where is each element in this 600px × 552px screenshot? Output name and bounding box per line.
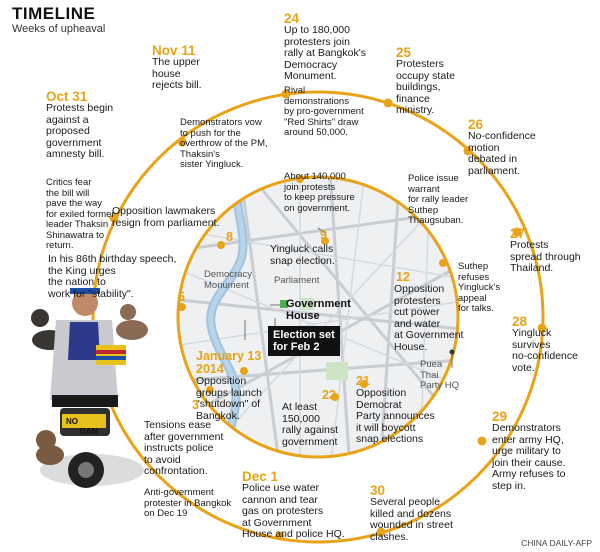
event-text: Protests spread through Thailand. <box>510 239 581 274</box>
event-jan13: January 13 2014 Opposition groups launch… <box>196 350 286 422</box>
event-critics: Critics fear the bill will pave the way … <box>46 177 146 252</box>
outer-ring-markers <box>109 89 547 541</box>
event-dec1: Dec 1 Police use water cannon and tear g… <box>242 470 362 541</box>
day-marker-22: 22 <box>322 388 336 402</box>
map-label-parliament: Parliament <box>274 275 320 286</box>
event-dec5: In his 86th birthday speech, the King ur… <box>48 253 188 300</box>
event-date: 26 <box>468 117 484 132</box>
bangkok-map <box>178 177 458 457</box>
event-nov11: Nov 11 The upper house rejects bill. <box>152 44 252 92</box>
event-oct31: Oct 31 Protests begin against a proposed… <box>46 90 156 161</box>
day-marker-12: 12 <box>396 270 410 284</box>
event-text: About 140,000 join protests to keep pres… <box>284 171 355 214</box>
event-date: 29 <box>492 409 508 424</box>
event-date: 24 <box>284 11 300 26</box>
event-text: Rival demonstrations by pro-government "… <box>284 85 364 138</box>
event-date: Oct 31 <box>46 89 88 104</box>
page-subtitle: Weeks of upheaval <box>12 23 106 35</box>
event-text: Demonstrators vow to push for the overth… <box>180 117 268 170</box>
event-text: Protests begin against a proposed govern… <box>46 102 114 160</box>
day-marker-9: 9 <box>320 228 327 242</box>
event-text: Critics fear the bill will pave the way … <box>46 177 115 251</box>
event-dec9: Yingluck calls snap election. <box>270 243 360 267</box>
event-text: At least 150,000 rally against governmen… <box>282 401 339 448</box>
day-marker-5: 5 <box>178 290 185 304</box>
event-text: No-confidence motion debated in parliame… <box>468 130 536 177</box>
event-text: Yingluck survives no-confidence vote. <box>512 327 578 374</box>
event-text: The upper house rejects bill. <box>152 56 202 91</box>
event-nov27: 27 Protests spread through Thailand. <box>510 227 595 275</box>
event-dec12: Opposition protesters cut power and wate… <box>394 283 474 353</box>
inner-ring-markers <box>178 175 447 401</box>
event-text: Suthep refuses Yingluck's appeal for tal… <box>458 261 501 314</box>
event-nov26: 26 No-confidence motion debated in parli… <box>468 118 568 177</box>
day-marker-3: 3 <box>192 398 199 412</box>
event-about140: About 140,000 join protests to keep pres… <box>284 171 374 214</box>
event-text: Up to 180,000 protesters join rally at B… <box>284 24 366 82</box>
event-dec8: Opposition lawmakers resign from parliam… <box>112 205 242 229</box>
event-text: Several people killed and dozens wounded… <box>370 496 453 543</box>
event-text: Opposition Democrat Party announces it w… <box>356 387 435 445</box>
event-date: January 13 2014 <box>196 349 262 376</box>
event-text: Demonstrators enter army HQ, urge milita… <box>492 422 566 492</box>
event-date: 28 <box>512 314 528 329</box>
event-date: 25 <box>396 45 412 60</box>
event-nov29: 29 Demonstrators enter army HQ, urge mil… <box>492 410 596 492</box>
svg-text:DAM: DAM <box>80 427 99 436</box>
event-rival: Rival demonstrations by pro-government "… <box>284 85 384 139</box>
event-text: Police issue warrant for rally leader Su… <box>408 173 469 226</box>
event-dec3: Tensions ease after government instructs… <box>144 419 244 478</box>
event-suthep: Suthep refuses Yingluck's appeal for tal… <box>458 261 528 315</box>
event-text: Police use water cannon and tear gas on … <box>242 482 345 540</box>
map-label-pheu-thai-hq: Puea Thai Party HQ <box>420 359 460 391</box>
event-nov28: 28 Yingluck survives no-confidence vote. <box>512 315 597 374</box>
svg-text:NO: NO <box>66 417 78 426</box>
event-text: Opposition groups launch "shutdown" of B… <box>196 375 262 422</box>
day-marker-21: 21 <box>356 374 370 388</box>
event-text: Yingluck calls snap election. <box>270 243 335 267</box>
event-date: 30 <box>370 483 386 498</box>
event-text: Tensions ease after government instructs… <box>144 419 224 477</box>
event-police-warrant: Police issue warrant for rally leader Su… <box>408 173 498 227</box>
page-title: TIMELINE <box>12 4 96 23</box>
credit-line: CHINA DAILY-AFP <box>521 538 592 548</box>
map-label-democracy-monument: Democracy Monument <box>204 269 253 291</box>
event-date: Dec 1 <box>242 469 279 484</box>
event-text: Protesters occupy state buildings, finan… <box>396 58 455 116</box>
map-label-government-house: Government House <box>286 298 351 322</box>
photo-caption: Anti-government protester in Bangkok on … <box>144 487 244 520</box>
event-date: 27 <box>510 226 526 241</box>
event-nov24: 24 Up to 180,000 protesters join rally a… <box>284 12 394 83</box>
event-date: Nov 11 <box>152 43 196 58</box>
day-marker-8: 8 <box>226 230 233 244</box>
election-callout: Election set for Feb 2 <box>268 326 340 356</box>
event-dec21: Opposition Democrat Party announces it w… <box>356 387 456 446</box>
event-text: In his 86th birthday speech, the King ur… <box>48 253 177 300</box>
event-nov25: 25 Protesters occupy state buildings, fi… <box>396 46 486 117</box>
event-nov30: 30 Several people killed and dozens woun… <box>370 484 480 543</box>
event-dec22: At least 150,000 rally against governmen… <box>282 401 362 448</box>
caption-text: Anti-government protester in Bangkok on … <box>144 487 232 519</box>
event-text: Opposition protesters cut power and wate… <box>394 283 464 353</box>
event-text: Opposition lawmakers resign from parliam… <box>112 205 220 229</box>
event-demonstrators: Demonstrators vow to push for the overth… <box>180 117 290 171</box>
protester-on-motorbike-icon: NO DAM <box>31 288 148 488</box>
